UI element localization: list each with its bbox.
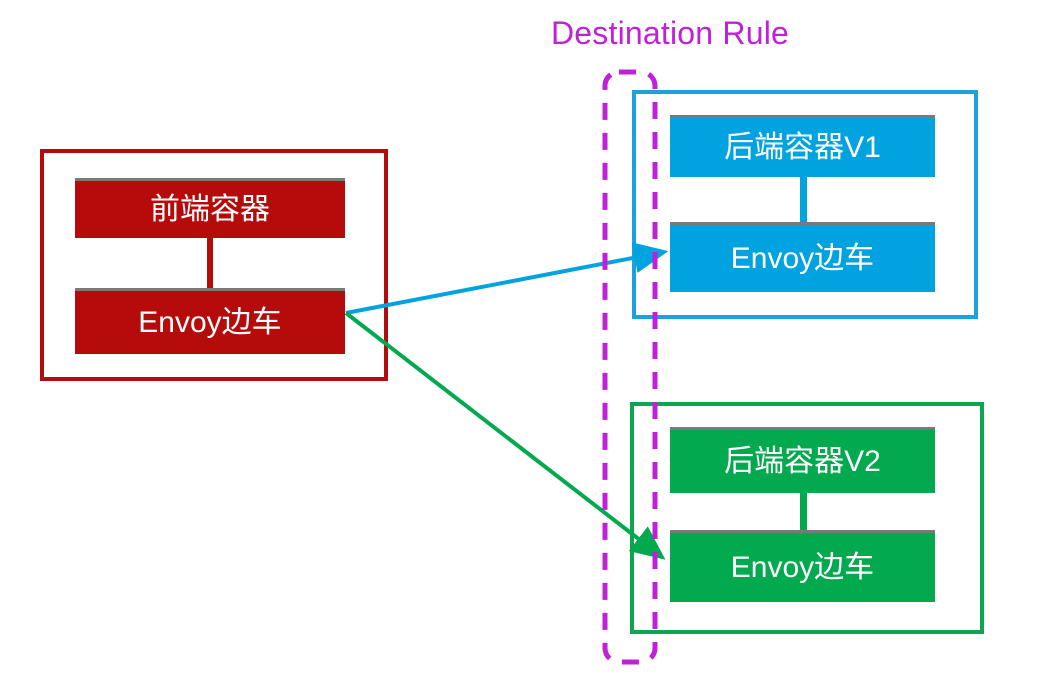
connector-frontend <box>207 238 213 288</box>
box-backend-v1-envoy-sidecar: Envoy边车 <box>670 222 935 292</box>
destination-rule-dashed-boundary <box>602 69 658 665</box>
box-backend-v2-envoy-sidecar: Envoy边车 <box>670 530 935 602</box>
arrow-route-to-v1 <box>345 242 669 315</box>
box-backend-container-v2: 后端容器V2 <box>670 427 935 493</box>
connector-backend-v2 <box>800 493 807 530</box>
diagram-title: Destination Rule <box>551 15 789 51</box>
box-frontend-envoy-sidecar: Envoy边车 <box>75 288 345 354</box>
arrow-route-to-v2 <box>344 311 666 560</box>
connector-backend-v1 <box>800 177 807 222</box>
box-backend-container-v1: 后端容器V1 <box>670 115 935 177</box>
box-frontend-container: 前端容器 <box>75 178 345 238</box>
